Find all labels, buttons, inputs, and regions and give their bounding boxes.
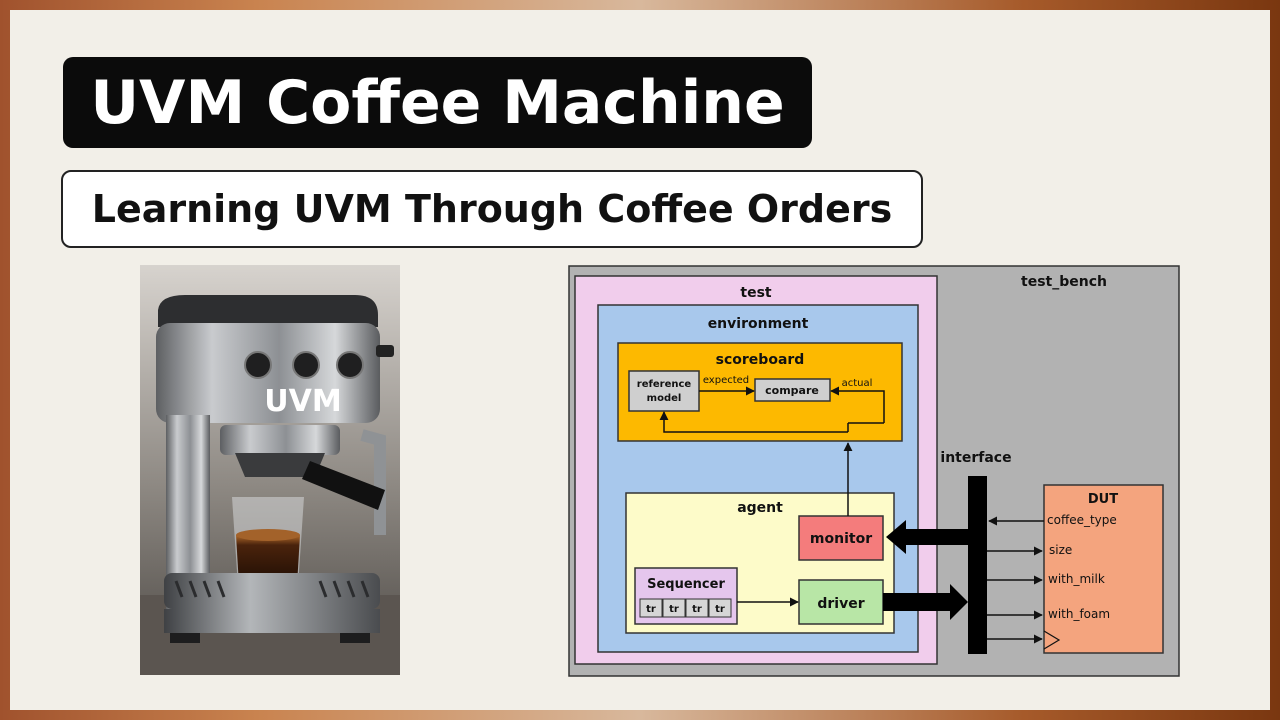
sequence-item-label: tr (715, 604, 725, 615)
coffee-machine-photo: UVM (140, 265, 400, 675)
machine-uvm-label: UVM (264, 384, 341, 419)
dut-port-coffee-type: coffee_type (1047, 513, 1117, 527)
sequencer-label: Sequencer (647, 577, 725, 592)
driver-label: driver (817, 596, 864, 612)
uvm-testbench-diagram: test_bench test environment scoreboard r… (568, 265, 1180, 677)
reference-model-label-line1: reference (637, 379, 692, 390)
title-banner: UVM Coffee Machine (63, 57, 812, 148)
actual-arrow (830, 386, 885, 423)
sequence-item-label: tr (692, 604, 702, 615)
interface-bus (968, 476, 987, 654)
knob-icon (244, 351, 272, 379)
sequence-item-label: tr (669, 604, 679, 615)
knob-icon (292, 351, 320, 379)
dut-port-with-foam: with_foam (1048, 607, 1110, 621)
sequencer-items: tr tr tr tr (639, 598, 732, 618)
coffee-machine-illustration: UVM (140, 265, 400, 675)
sequence-item (685, 598, 709, 618)
sequence-item (639, 598, 663, 618)
expected-label: expected (703, 375, 749, 386)
dut-port-size: size (1049, 543, 1072, 557)
dut-box (1043, 484, 1164, 654)
compare-box (754, 378, 831, 402)
interface-to-monitor-arrow (886, 520, 968, 554)
sequence-item-label: tr (646, 604, 656, 615)
test-bench-label: test_bench (1021, 274, 1107, 290)
driver-to-interface-arrow (883, 584, 968, 620)
reference-feed-arrow (659, 411, 848, 433)
reference-model-box (628, 370, 700, 412)
page-subtitle: Learning UVM Through Coffee Orders (91, 187, 893, 231)
page-title: UVM Coffee Machine (90, 67, 785, 138)
test-label: test (740, 285, 772, 301)
dut-label: DUT (1088, 492, 1118, 507)
dut-port-with-milk: with_milk (1048, 572, 1105, 586)
subtitle-banner: Learning UVM Through Coffee Orders (61, 170, 923, 248)
reference-model-label-line2: model (647, 393, 682, 404)
sequence-item (708, 598, 732, 618)
knob-icon (336, 351, 364, 379)
monitor-box (798, 515, 884, 561)
scoreboard-label: scoreboard (716, 352, 805, 368)
actual-label: actual (842, 378, 873, 389)
compare-label: compare (765, 384, 819, 397)
agent-label: agent (737, 500, 783, 516)
monitor-label: monitor (810, 531, 872, 547)
environment-label: environment (708, 316, 809, 332)
sequence-item (662, 598, 686, 618)
interface-label: interface (940, 450, 1011, 466)
clock-input-icon (1043, 630, 1061, 650)
